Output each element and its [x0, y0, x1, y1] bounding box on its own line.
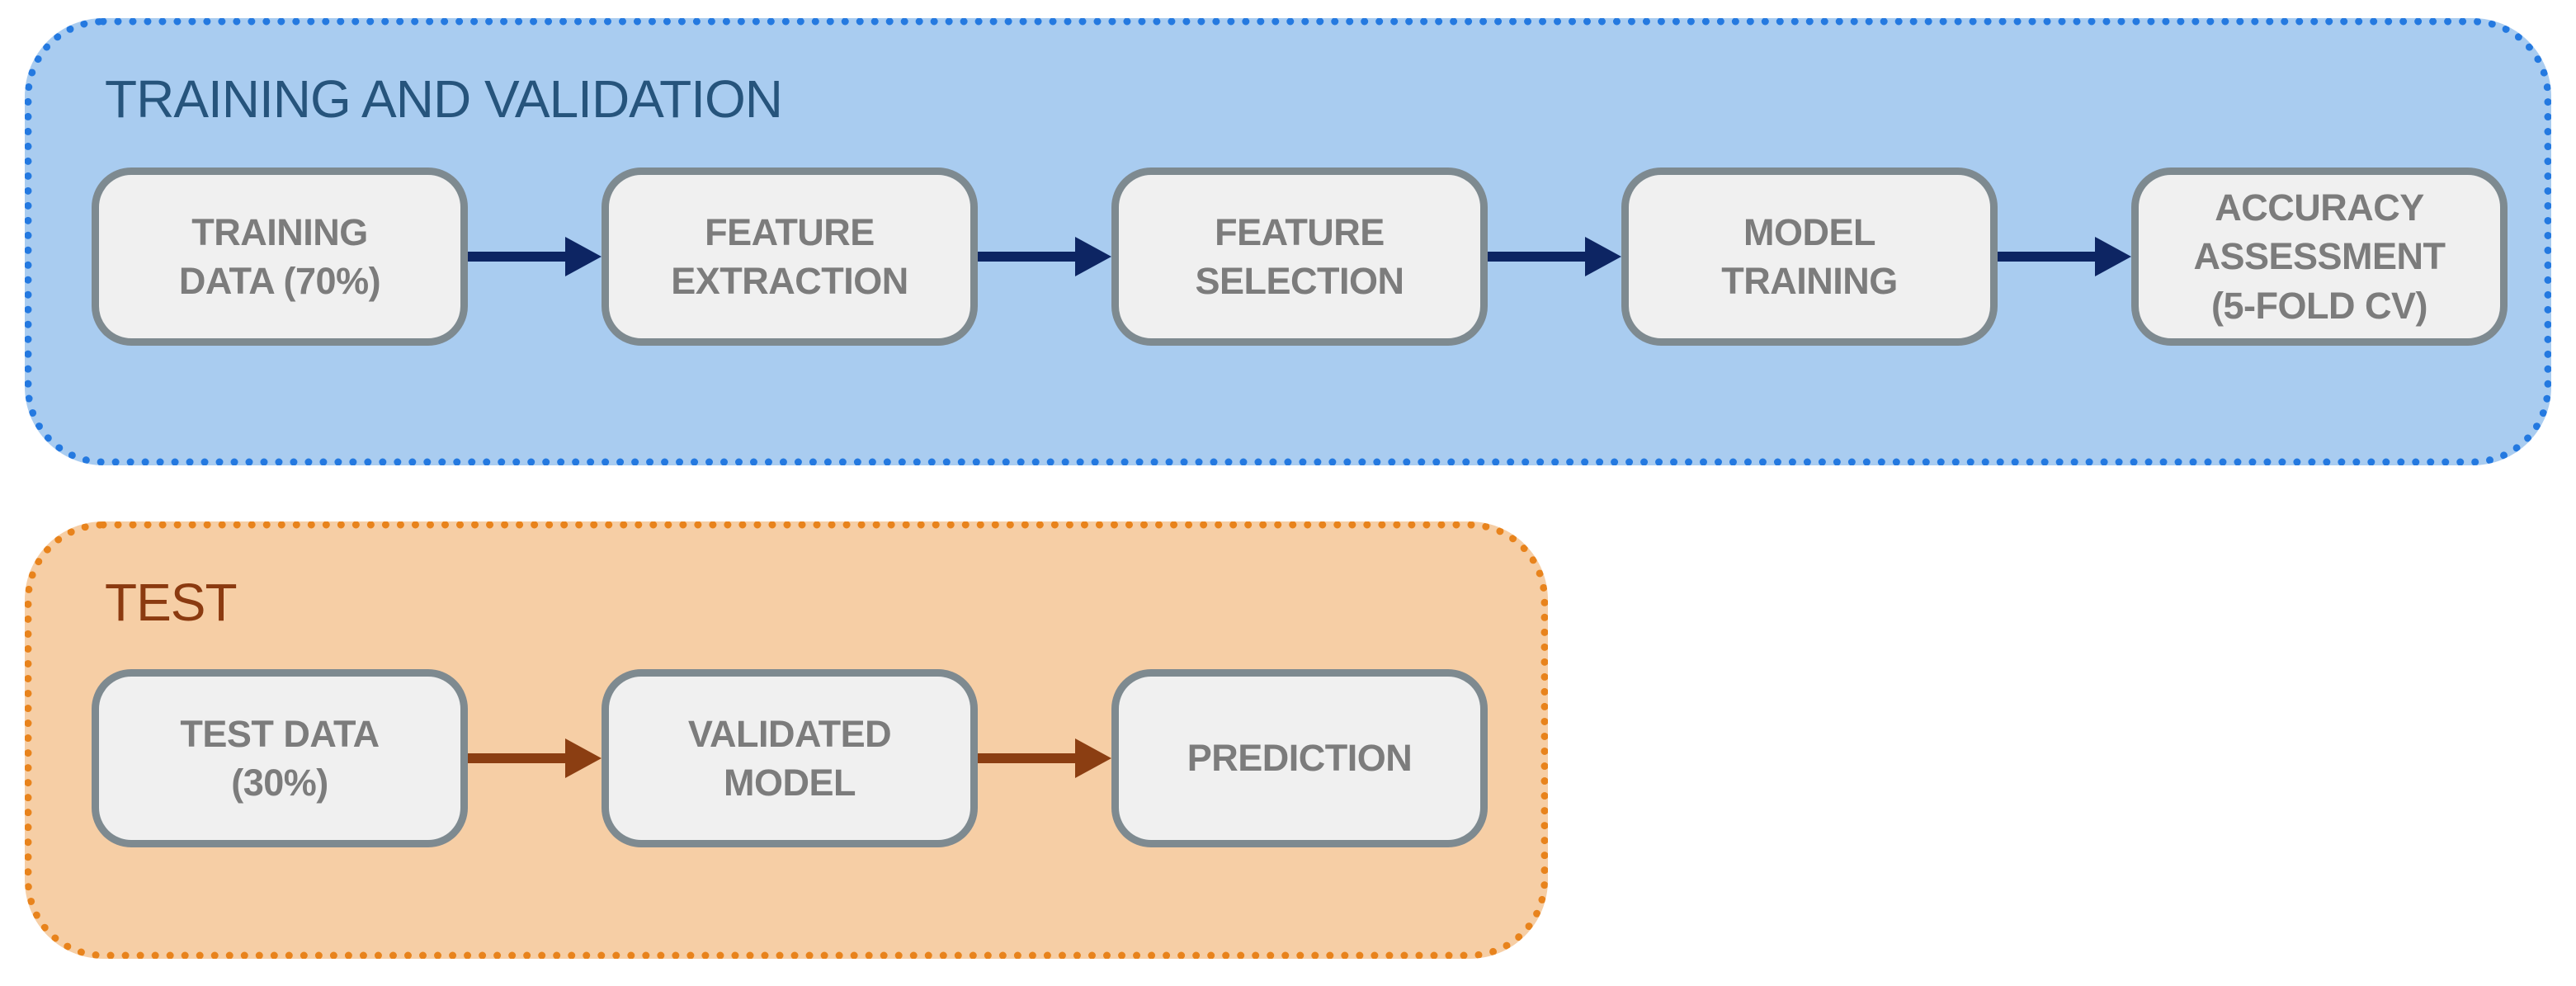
right-arrow-icon — [468, 738, 602, 778]
step-test-data: TEST DATA (30%) — [92, 669, 468, 847]
right-arrow-icon — [978, 237, 1111, 276]
step-prediction-label: PREDICTION — [1187, 737, 1413, 780]
step-model-training: MODEL TRAINING — [1621, 167, 1998, 346]
test-panel-title: TEST — [105, 573, 238, 632]
step-training-data: TRAINING DATA (70%) — [92, 167, 468, 346]
step-feature-extraction-label: FEATURE EXTRACTION — [671, 210, 908, 302]
step-feature-selection-label: FEATURE SELECTION — [1195, 210, 1404, 302]
step-test-data-label: TEST DATA (30%) — [180, 712, 380, 804]
step-accuracy-assessment-label: ACCURACY ASSESSMENT (5-FOLD CV) — [2193, 186, 2446, 327]
right-arrow-icon — [468, 237, 602, 276]
step-validated-model-label: VALIDATED MODEL — [687, 712, 892, 804]
step-feature-selection: FEATURE SELECTION — [1111, 167, 1488, 346]
step-feature-extraction: FEATURE EXTRACTION — [602, 167, 978, 346]
step-accuracy-assessment: ACCURACY ASSESSMENT (5-FOLD CV) — [2131, 167, 2508, 346]
training-validation-panel: TRAINING AND VALIDATION TRAINING DATA (7… — [25, 18, 2551, 465]
test-flow-row: TEST DATA (30%) VALIDATED MODEL PREDICTI… — [92, 669, 1488, 847]
step-prediction: PREDICTION — [1111, 669, 1488, 847]
step-validated-model: VALIDATED MODEL — [602, 669, 978, 847]
training-flow-row: TRAINING DATA (70%) FEATURE EXTRACTION F… — [92, 167, 2508, 346]
test-panel: TEST TEST DATA (30%) VALIDATED MODEL PRE… — [25, 521, 1548, 959]
right-arrow-icon — [1488, 237, 1621, 276]
step-model-training-label: MODEL TRAINING — [1721, 210, 1898, 302]
step-training-data-label: TRAINING DATA (70%) — [178, 210, 381, 302]
training-panel-title: TRAINING AND VALIDATION — [105, 69, 783, 129]
right-arrow-icon — [1998, 237, 2131, 276]
right-arrow-icon — [978, 738, 1111, 778]
